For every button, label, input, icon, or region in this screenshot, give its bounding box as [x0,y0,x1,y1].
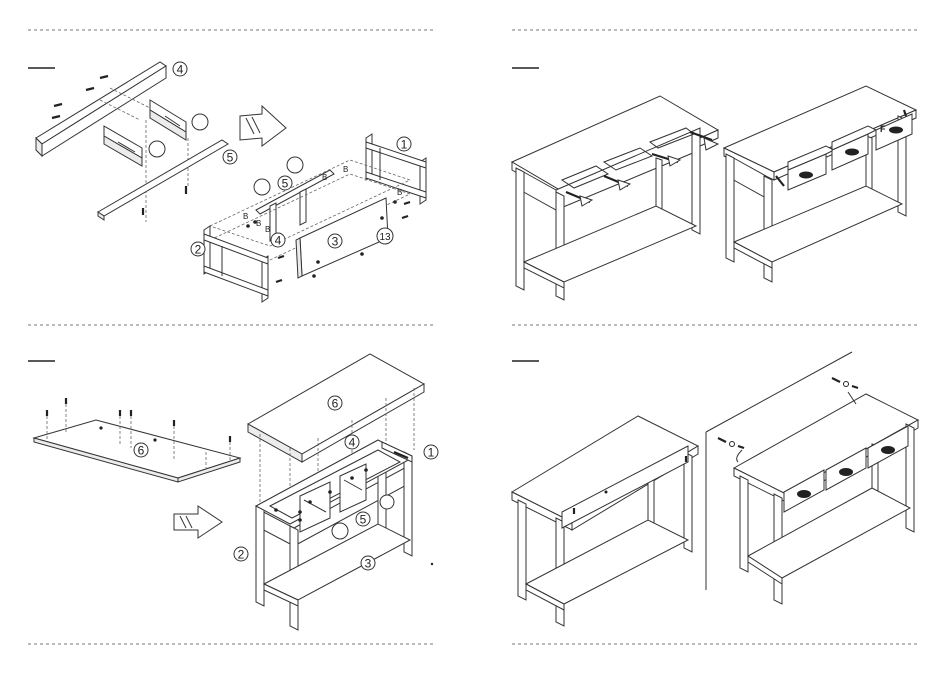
table-back-view [512,416,698,626]
callout-blank-3 [287,157,303,173]
bolt-b-3: B [265,225,270,234]
step1-frame-assembly: 4 5 1 5 [36,62,426,302]
callout-part-4-label: 4 [177,63,184,77]
bolt-b-5: B [343,165,348,174]
side-frame-part-2 [204,226,268,302]
callout-blank-4 [254,179,270,195]
callout-blank-2 [149,141,165,157]
side-frame-part-1 [366,134,426,204]
callout-part-5-label: 5 [227,151,234,165]
table-against-wall [734,394,918,604]
callout-part-1-label: 1 [401,138,408,152]
step3-top-attachment: 6 6 [34,354,438,630]
callout-part-5-label-s3: 5 [360,513,367,527]
bolt-b-1: B [243,212,248,221]
callout-part-2-label-s3: 2 [238,548,245,562]
back-panel-part-4 [36,62,166,156]
drawer-runner-lower [104,126,142,166]
callout-blank-s3b [380,495,394,509]
callout-part-13-label: 13 [379,232,391,243]
callout-part-4-label-s3: 4 [349,436,356,450]
bottom-shelf-part-3 [296,198,388,278]
callout-part-3-label: 3 [332,235,339,249]
step2-drawer-insertion: F [512,86,916,300]
callout-part-4b-label: 4 [275,234,282,248]
callout-blank-s3 [332,523,348,539]
callout-part-6b-label: 6 [332,397,339,411]
bolt-b-6: B [397,188,402,197]
callout-part-6a-label: 6 [138,444,145,458]
drawer-runner-upper [150,100,186,140]
callout-part-5b-label: 5 [282,177,289,191]
callout-part-1-label-s3: 1 [428,446,435,460]
step4-wall-anchoring [512,352,918,626]
callout-part-2-label: 2 [195,243,202,257]
direction-arrow [240,106,286,146]
table-frame-left [512,96,718,300]
bolt-b-4: B [322,173,327,182]
hardware-label-f: F [880,124,886,134]
callout-blank-1 [192,114,208,130]
direction-arrow-2 [174,506,222,538]
bolt-b-2: B [256,219,261,228]
table-with-drawers [724,86,916,282]
callout-part-3-label-s3: 3 [365,557,372,571]
